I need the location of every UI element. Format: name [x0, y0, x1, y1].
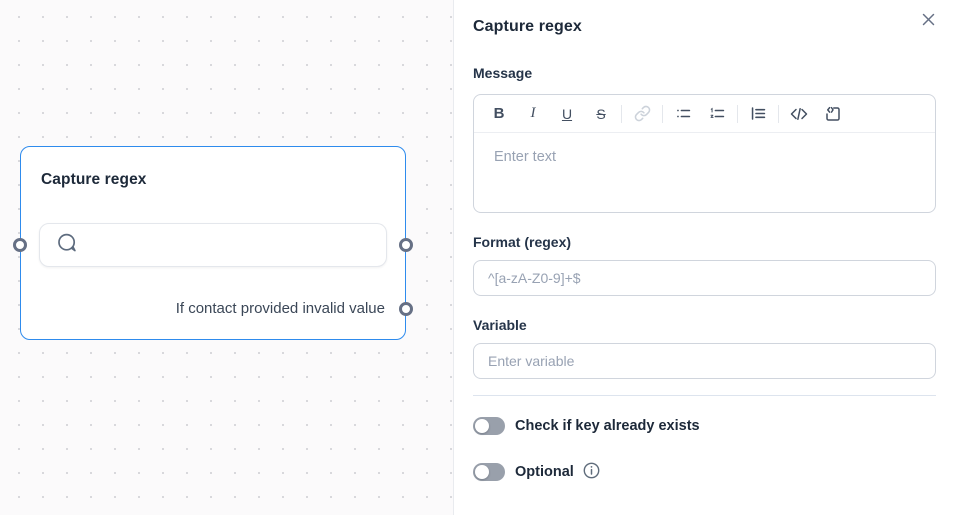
message-text-area[interactable]: Enter text — [474, 133, 935, 212]
message-label: Message — [473, 65, 533, 81]
panel-title: Capture regex — [473, 18, 582, 35]
input-port-left[interactable] — [13, 238, 27, 252]
bold-icon: B — [493, 105, 505, 122]
panel-header: Capture regex — [473, 13, 936, 36]
italic-icon: I — [530, 105, 536, 121]
toolbar-separator — [737, 104, 738, 123]
optional-toggle[interactable] — [473, 463, 505, 481]
node-title: Capture regex — [41, 171, 147, 188]
output-port-right[interactable] — [399, 238, 413, 252]
message-editor: B I U S — [473, 94, 936, 213]
link-button[interactable] — [625, 100, 659, 128]
invalid-value-output-port[interactable] — [399, 302, 413, 316]
node-message-preview[interactable] — [39, 223, 387, 267]
optional-info-button[interactable] — [583, 462, 600, 482]
toolbar-separator — [621, 104, 622, 123]
toolbar-separator — [662, 104, 663, 123]
editor-toolbar: B I U S — [474, 95, 935, 133]
section-divider — [473, 395, 936, 396]
ordered-list-button[interactable] — [700, 100, 734, 128]
code-block-button[interactable] — [816, 100, 850, 128]
toggle-knob — [475, 419, 489, 433]
code-button[interactable] — [782, 100, 816, 128]
variable-label: Variable — [473, 317, 527, 333]
strikethrough-icon: S — [596, 105, 606, 122]
message-placeholder: Enter text — [494, 149, 557, 165]
capture-regex-node[interactable]: Capture regex If contact provided invali… — [13, 146, 413, 340]
check-key-exists-toggle[interactable] — [473, 417, 505, 435]
check-key-exists-row: Check if key already exists — [473, 417, 936, 435]
link-icon — [634, 105, 651, 122]
code-icon — [790, 105, 808, 123]
format-regex-input[interactable] — [473, 260, 936, 296]
invalid-value-branch-label: If contact provided invalid value — [175, 300, 385, 317]
ordered-list-icon — [709, 105, 726, 122]
bullet-list-icon — [675, 105, 692, 122]
strikethrough-button[interactable]: S — [584, 100, 618, 128]
bullet-list-button[interactable] — [666, 100, 700, 128]
check-key-exists-label: Check if key already exists — [515, 418, 700, 434]
optional-row: Optional — [473, 462, 936, 482]
flow-canvas[interactable]: Capture regex If contact provided invali… — [0, 0, 453, 515]
toggle-knob — [475, 465, 489, 479]
underline-icon: U — [561, 105, 573, 122]
info-icon — [583, 462, 600, 482]
italic-button[interactable]: I — [516, 100, 550, 128]
close-panel-button[interactable] — [917, 10, 939, 32]
close-icon — [921, 12, 936, 30]
toolbar-separator — [778, 104, 779, 123]
bold-button[interactable]: B — [482, 100, 516, 128]
format-regex-label: Format (regex) — [473, 234, 572, 250]
chat-bubble-icon — [56, 232, 78, 259]
code-block-icon — [824, 105, 842, 123]
variable-input[interactable] — [473, 343, 936, 379]
list-style-button[interactable] — [741, 100, 775, 128]
optional-label: Optional — [515, 464, 574, 480]
node-settings-panel: Capture regex Message B I U S — [453, 0, 956, 515]
list-style-icon — [750, 105, 767, 122]
underline-button[interactable]: U — [550, 100, 584, 128]
